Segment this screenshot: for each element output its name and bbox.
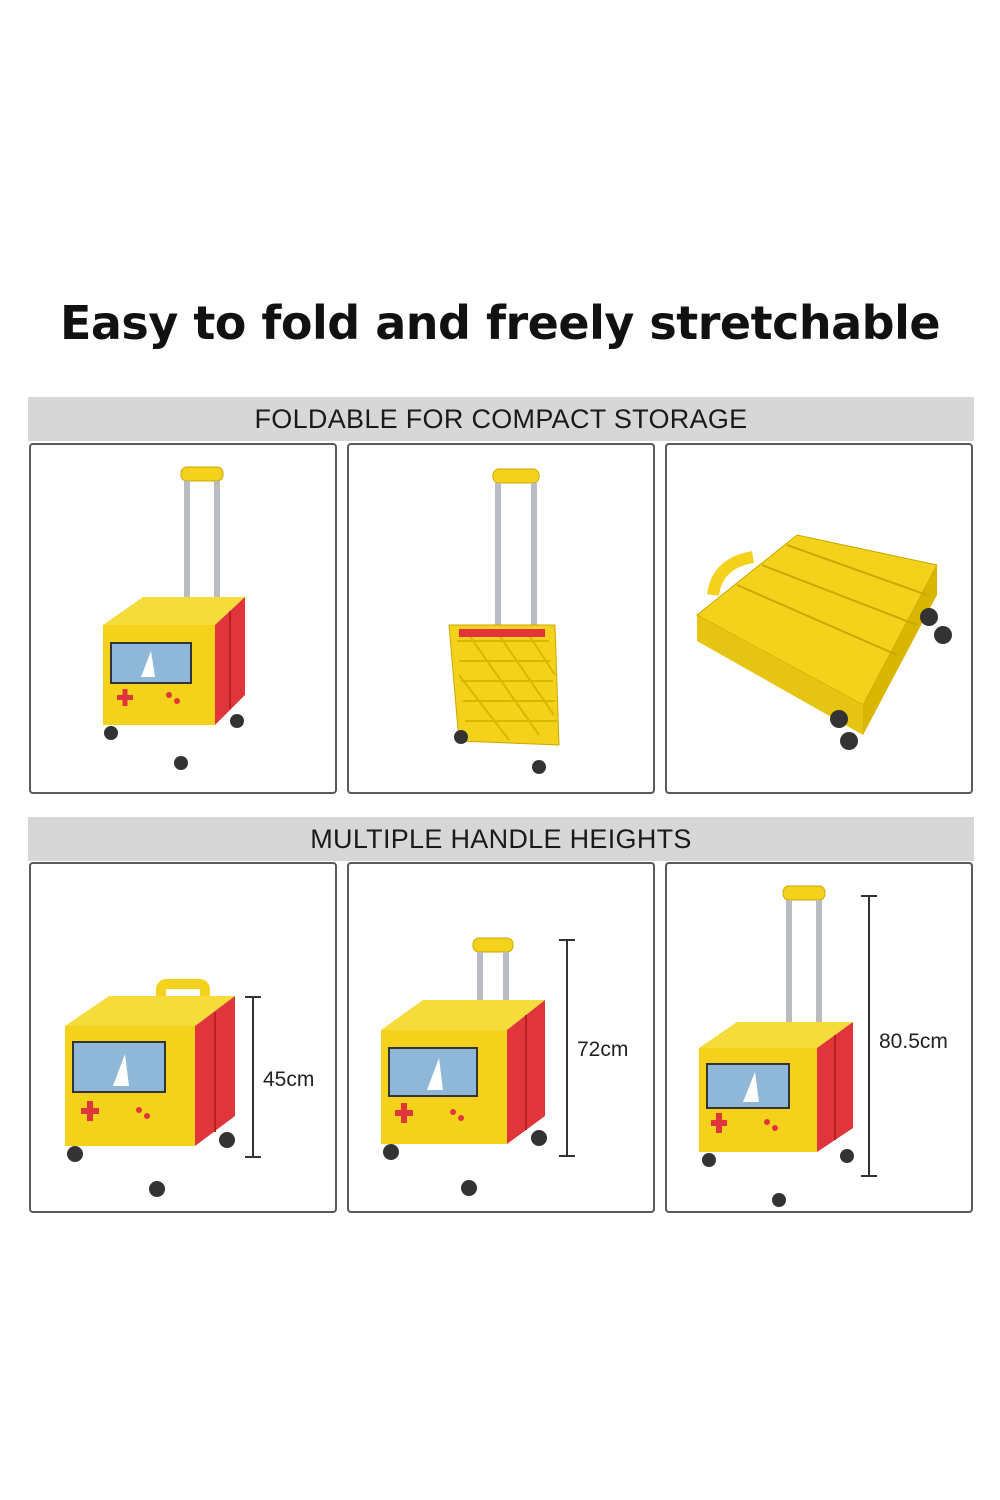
- height-label-72: 72cm: [577, 1038, 629, 1061]
- panel-cart-folded-flat: [665, 443, 973, 794]
- panel-height-45: 45cm: [29, 862, 337, 1213]
- cart-folded-flat-illustration: [696, 534, 952, 750]
- height-label-80-5: 80.5cm: [879, 1030, 948, 1053]
- height-label-45: 45cm: [263, 1068, 315, 1091]
- panel-cart-folded-upright: [347, 443, 655, 794]
- cart-height-45-illustration: [65, 979, 261, 1197]
- cart-height-80-5-illustration: [699, 885, 877, 1207]
- panel-height-80-5: 80.5cm: [665, 862, 973, 1213]
- panel-cart-open: [29, 443, 337, 794]
- heights-section-band: MULTIPLE HANDLE HEIGHTS: [28, 817, 974, 861]
- heights-section-title: MULTIPLE HANDLE HEIGHTS: [310, 823, 692, 854]
- cart-height-72-illustration: [381, 937, 575, 1196]
- cart-folded-upright-illustration: [448, 468, 560, 774]
- foldable-section-band: FOLDABLE FOR COMPACT STORAGE: [28, 397, 974, 441]
- foldable-section-title: FOLDABLE FOR COMPACT STORAGE: [254, 403, 748, 434]
- panel-height-72: 72cm: [347, 862, 655, 1213]
- cart-open-illustration: [103, 466, 245, 770]
- page-headline: Easy to fold and freely stretchable: [59, 296, 941, 350]
